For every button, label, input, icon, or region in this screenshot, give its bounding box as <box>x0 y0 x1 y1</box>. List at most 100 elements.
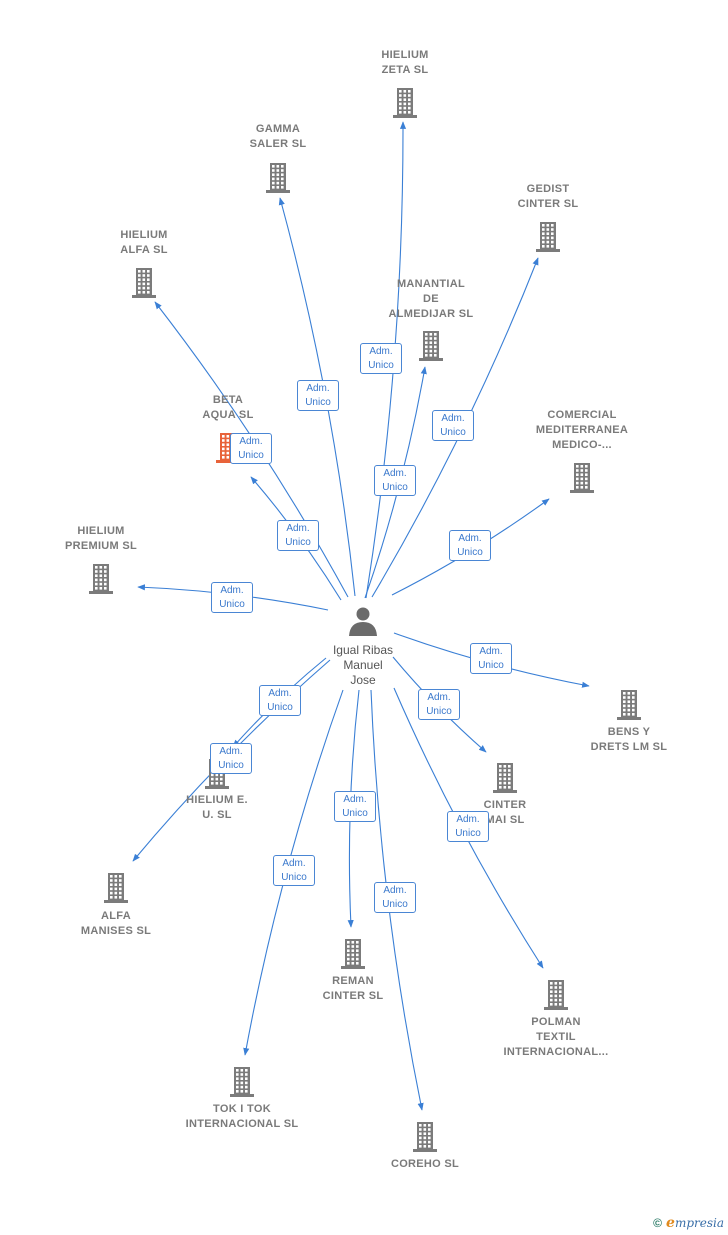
building-window <box>429 341 433 344</box>
building-window <box>110 879 113 882</box>
edge-role-line-2: Unico <box>478 660 504 671</box>
hielium-premium-building-icon[interactable] <box>89 564 113 594</box>
building-window <box>576 486 579 489</box>
tok-i-tok-building-icon[interactable] <box>230 1067 254 1097</box>
cinter-mai-building-icon[interactable] <box>493 763 517 793</box>
reman-cinter-building-icon[interactable] <box>341 939 365 969</box>
edge-role-badge-gedist-cinter[interactable]: Adm.Unico <box>432 410 474 441</box>
building-window <box>627 713 631 716</box>
building-window <box>114 896 118 899</box>
building-window <box>226 451 230 455</box>
building-window <box>226 443 230 446</box>
building-window <box>632 704 635 708</box>
manantial-de-almedijar-building-icon[interactable] <box>419 331 443 361</box>
building-window <box>356 962 359 965</box>
building-window <box>551 228 554 231</box>
edge-role-badge-hielium-premium[interactable]: Adm.Unico <box>211 582 253 613</box>
building-window <box>211 782 214 785</box>
edge-role-line-1: Adm. <box>383 468 407 479</box>
alfa-manises-building-icon[interactable] <box>104 873 128 903</box>
hielium-zeta-building-icon[interactable] <box>393 88 417 118</box>
building-base <box>413 1149 437 1152</box>
building-window <box>403 106 407 110</box>
edge-role-badge-polman-textil[interactable]: Adm.Unico <box>447 811 489 842</box>
node-label-line: MANANTIAL <box>396 278 466 290</box>
gamma-saler-building-icon[interactable] <box>266 163 290 193</box>
building-window <box>119 896 122 899</box>
edge-role-badge-coreho[interactable]: Adm.Unico <box>374 882 416 913</box>
building-window <box>276 186 280 189</box>
edge-role-badge-hielium-alfa[interactable]: Adm.Unico <box>230 433 272 464</box>
edge-role-badge-cinter-mai[interactable]: Adm.Unico <box>418 689 460 720</box>
node-label-hielium-eu[interactable]: HIELIUM E.U. SL <box>137 793 297 823</box>
node-label-line: CINTER <box>483 799 527 811</box>
edge-role-line-1: Adm. <box>383 885 407 896</box>
comercial-mediterranea-building-icon[interactable] <box>570 463 594 493</box>
building-window <box>580 465 584 468</box>
building-window <box>542 224 545 227</box>
edge-role-line-2: Unico <box>457 547 483 558</box>
hielium-alfa-building-icon[interactable] <box>132 268 156 298</box>
edge-role-badge-comercial-mediterranea[interactable]: Adm.Unico <box>449 530 491 561</box>
building-window <box>272 169 275 172</box>
edge-role-badge-tok-i-tok[interactable]: Adm.Unico <box>273 855 315 886</box>
edge-role-badge-manantial-de-almedijar[interactable]: Adm.Unico <box>374 465 416 496</box>
building-window <box>236 1077 239 1080</box>
node-label-coreho[interactable]: COREHO SL <box>345 1157 505 1172</box>
brand-logo-text: mpresia <box>674 1216 724 1230</box>
node-label-line: HIELIUM E. <box>186 794 248 806</box>
building-window <box>423 1132 427 1135</box>
building-window <box>399 98 402 101</box>
edge-role-badge-hielium-zeta[interactable]: Adm.Unico <box>360 343 402 374</box>
polman-textil-building-icon[interactable] <box>544 980 568 1010</box>
bens-y-drets-lm-building-icon[interactable] <box>617 690 641 720</box>
building-window <box>428 1124 431 1127</box>
edge-role-line-2: Unico <box>342 808 368 819</box>
building-window <box>147 278 150 281</box>
building-window <box>240 1069 244 1072</box>
building-window <box>142 278 146 281</box>
building-window <box>99 582 103 586</box>
building-window <box>95 570 98 573</box>
building-window <box>110 875 113 878</box>
edge-role-badge-alfa-manises[interactable]: Adm.Unico <box>210 743 252 774</box>
building-window <box>222 451 225 455</box>
building-window <box>351 957 355 961</box>
building-window <box>546 232 550 235</box>
building-window <box>632 708 635 712</box>
edge-role-badge-gamma-saler[interactable]: Adm.Unico <box>297 380 339 411</box>
empresia-brand[interactable]: ©empresia <box>653 1215 724 1231</box>
edge-role-badge-beta-aqua[interactable]: Adm.Unico <box>277 520 319 551</box>
person-icon[interactable] <box>349 607 377 637</box>
building-window <box>281 186 284 189</box>
building-window <box>99 566 103 569</box>
building-window <box>499 765 502 768</box>
building-window <box>236 1081 239 1085</box>
edge-role-badge-hielium-eu[interactable]: Adm.Unico <box>259 685 301 716</box>
building-window <box>542 245 545 248</box>
building-window <box>114 891 118 895</box>
node-label-line: ALFA <box>101 910 131 922</box>
edge-role-line-2: Unico <box>455 828 481 839</box>
coreho-building-icon[interactable] <box>413 1122 437 1152</box>
gedist-cinter-building-icon[interactable] <box>536 222 560 252</box>
edge-role-badge-reman-cinter[interactable]: Adm.Unico <box>334 791 376 822</box>
node-label-line: HIELIUM <box>120 229 168 241</box>
center-person-label[interactable]: Igual Ribas Manuel Jose <box>303 643 423 688</box>
edge-role-badge-bens-y-drets-lm[interactable]: Adm.Unico <box>470 643 512 674</box>
building-window <box>245 1077 248 1080</box>
